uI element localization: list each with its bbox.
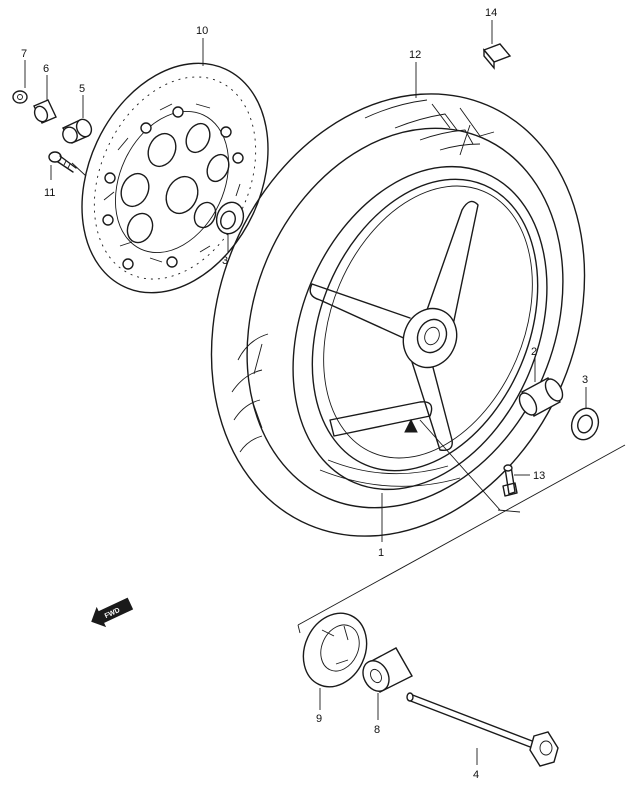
bushing [62, 118, 93, 144]
callout-5: 5 [79, 83, 85, 95]
brake-disc-cover [302, 612, 368, 688]
callout-11: 11 [44, 187, 55, 199]
balance-weight [482, 43, 512, 70]
callout-3-disc: 3 [222, 255, 228, 267]
callout-12: 12 [409, 49, 421, 61]
callout-6: 6 [43, 63, 49, 75]
front-axle [406, 692, 559, 767]
bearing [215, 201, 245, 235]
leader-lines [24, 20, 587, 765]
arrow-left-icon [91, 597, 134, 628]
callout-1: 1 [378, 547, 384, 559]
disc-bolt [48, 151, 77, 173]
callout-8: 8 [374, 724, 380, 736]
callouts: 1 2 3 3 4 5 6 7 8 9 10 11 12 13 14 [21, 7, 588, 781]
callout-13: 13 [533, 470, 545, 482]
bearing-right [570, 407, 600, 441]
callout-10: 10 [196, 25, 208, 37]
axle-collar [362, 647, 413, 693]
wheel-rim [292, 165, 548, 491]
assembly-plane [297, 444, 626, 634]
tire [210, 93, 586, 537]
axle-spacer [518, 377, 564, 417]
callout-14: 14 [485, 7, 497, 19]
callout-4: 4 [473, 769, 479, 781]
callout-9: 9 [316, 713, 322, 725]
callout-3-right: 3 [582, 374, 588, 386]
brake-disc [81, 62, 269, 294]
nut [12, 90, 28, 104]
spacer-collar [33, 99, 57, 124]
callout-7: 7 [21, 48, 27, 60]
callout-2: 2 [531, 346, 537, 358]
tire-valve [502, 464, 518, 497]
direction-badge: FWD [91, 597, 134, 628]
